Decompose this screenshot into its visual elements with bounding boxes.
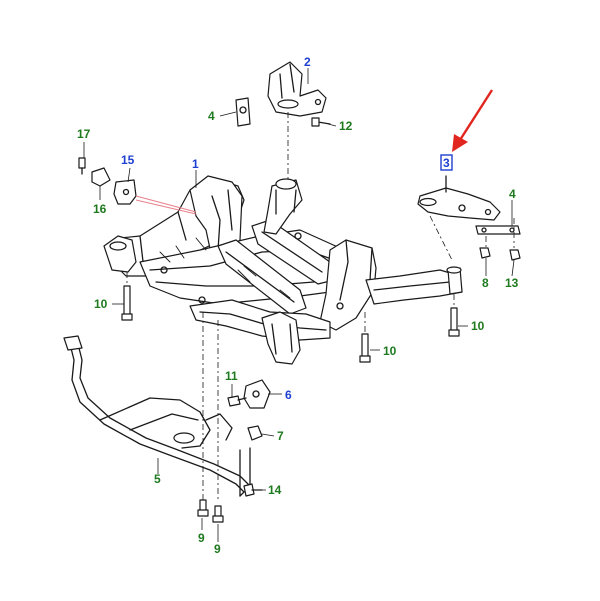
clip-16[interactable]: [91, 167, 111, 187]
callout-10-right: 10: [471, 319, 485, 333]
engine-mount-bracket-2[interactable]: [267, 61, 327, 117]
bolt-10-left[interactable]: [121, 285, 133, 321]
callout-16: 16: [93, 202, 107, 216]
lower-brace-5[interactable]: [63, 335, 251, 497]
bolt-11[interactable]: [227, 395, 247, 407]
callout-9-right: 9: [214, 542, 221, 556]
bolt-9-left[interactable]: [197, 499, 209, 517]
bushing-4-top[interactable]: [235, 97, 251, 127]
callout-5: 5: [154, 472, 161, 486]
callout-13: 13: [505, 276, 519, 290]
mount-6[interactable]: [243, 379, 271, 409]
callout-6: 6: [285, 388, 292, 402]
callout-3-highlight-box: [440, 154, 453, 171]
bolt-10-right[interactable]: [448, 307, 460, 337]
callout-3: 3: [443, 156, 450, 170]
callout-10-centre: 10: [383, 344, 397, 358]
red-indicator-arrow: [452, 89, 494, 152]
callout-7: 7: [277, 429, 284, 443]
callout-12: 12: [339, 119, 353, 133]
bracket-15[interactable]: [113, 179, 137, 205]
callout-14: 14: [268, 483, 282, 497]
callout-10-left: 10: [94, 297, 108, 311]
callout-4-right: 4: [509, 187, 516, 201]
callout-4-top: 4: [208, 109, 215, 123]
front-subframe[interactable]: [103, 175, 463, 365]
callout-9-left: 9: [198, 531, 205, 545]
bolt-12[interactable]: [311, 117, 331, 127]
bolt-10-centre[interactable]: [359, 333, 371, 363]
bolt-9-right[interactable]: [212, 505, 224, 523]
nut-13[interactable]: [509, 249, 521, 261]
callout-17: 17: [77, 127, 91, 141]
bushing-plate-4-right[interactable]: [475, 225, 521, 235]
subframe-bushing-right: [446, 266, 463, 295]
callout-15: 15: [121, 153, 135, 167]
mount-bracket-3-highlighted[interactable]: [417, 175, 501, 221]
callout-11: 11: [225, 369, 238, 383]
callout-2: 2: [304, 55, 311, 69]
callout-8: 8: [482, 276, 489, 290]
nut-8[interactable]: [479, 247, 491, 259]
leader-lines: [83, 68, 515, 542]
clip-7[interactable]: [247, 425, 263, 441]
callout-1: 1: [192, 157, 199, 171]
screw-17[interactable]: [78, 157, 86, 175]
